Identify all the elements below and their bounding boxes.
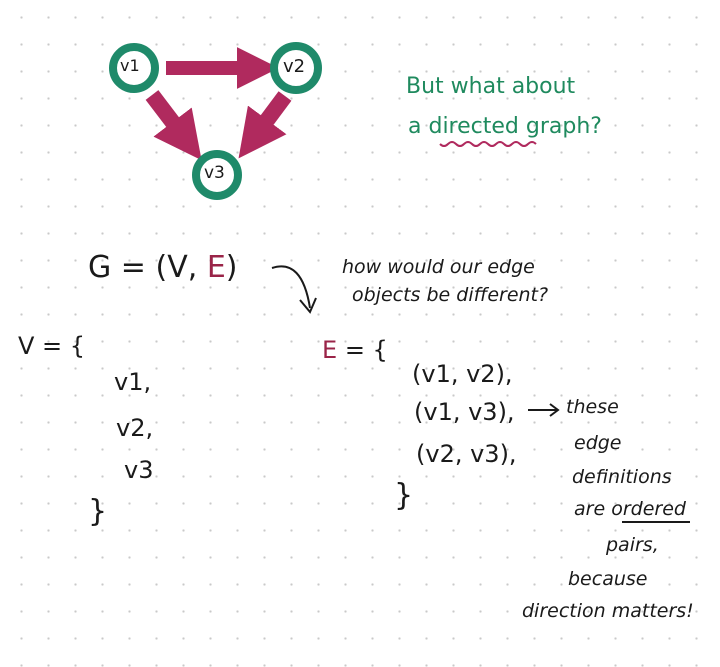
node-label-v1: v1 — [120, 56, 140, 75]
v-symbol: V — [167, 250, 188, 285]
aside-arrow — [271, 265, 311, 309]
comma: , — [187, 250, 198, 285]
e-set-item: (v2, v3), — [416, 440, 517, 468]
question-line-1: But what about — [406, 74, 576, 99]
note-line: definitions — [572, 466, 672, 488]
paren: ( — [155, 250, 168, 285]
aside-arrow-head — [299, 297, 317, 314]
note-line: are ordered — [574, 498, 686, 520]
question-directed: directed — [428, 114, 519, 139]
g-symbol: G — [88, 250, 112, 285]
edge-v2-v3 — [238, 91, 292, 159]
aside-line-2: objects be different? — [352, 284, 549, 306]
v-set-close: } — [88, 494, 108, 529]
node-v2 — [270, 42, 322, 94]
note-line: edge — [574, 432, 622, 454]
node-label-v3: v3 — [204, 163, 225, 183]
e-symbol: E — [206, 250, 226, 285]
question-graph: graph? — [525, 114, 602, 139]
note-are: are — [574, 498, 606, 520]
note-ordered: ordered — [611, 498, 686, 520]
graph-definition: G = (V, E) — [88, 250, 238, 285]
note-line: because — [568, 568, 648, 590]
question-line-2: a directed graph? — [408, 114, 602, 139]
paren-close: ) — [225, 250, 238, 285]
v-set-item: v1, — [114, 368, 152, 396]
question-a: a — [408, 114, 422, 139]
e-symbol: E — [322, 336, 338, 364]
edge-v1-v3 — [145, 90, 202, 161]
v-set-item: v3 — [124, 456, 154, 484]
note-line: direction matters! — [522, 600, 694, 622]
v-set-item: v2, — [116, 414, 154, 442]
node-v3 — [192, 150, 242, 200]
e-set-item: (v1, v2), — [412, 360, 513, 388]
underline-squiggle — [439, 141, 537, 147]
node-label-v2: v2 — [283, 56, 306, 77]
e-set-close: } — [394, 478, 414, 513]
equals: = — [120, 250, 146, 285]
e-set-head: E = { — [322, 336, 388, 364]
e-set-open: = { — [344, 336, 388, 364]
note-arrow — [528, 403, 560, 417]
note-line: pairs, — [606, 534, 659, 556]
v-set-head: V = { — [18, 332, 86, 360]
note-line: these — [566, 396, 619, 418]
aside-line-1: how would our edge — [342, 256, 535, 278]
e-set-item: (v1, v3), — [414, 398, 515, 426]
node-v1 — [109, 43, 159, 93]
